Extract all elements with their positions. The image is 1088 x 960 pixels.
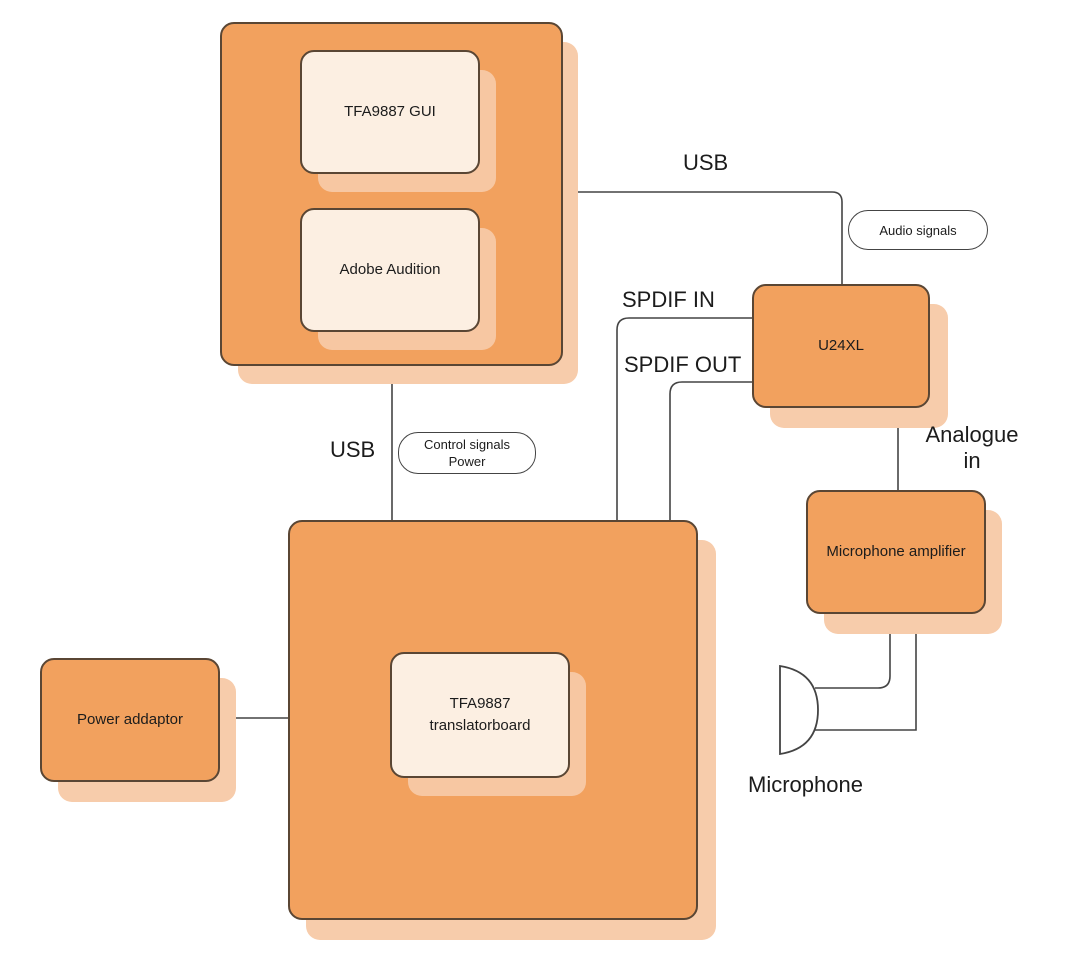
spdif-out-line xyxy=(669,381,752,520)
power-adaptor-label: Power addaptor xyxy=(77,711,183,728)
audio-signals-label: Audio signals xyxy=(879,222,957,238)
usb-top-label: USB xyxy=(683,150,729,175)
tfa9887-translatorboard-block: TFA9887 translatorboard xyxy=(390,652,570,778)
power-adaptor-block: Power addaptor xyxy=(40,658,220,782)
mic-wire-2 xyxy=(815,614,917,731)
translator-board-block xyxy=(288,520,698,920)
audio-signals-pill: Audio signals xyxy=(848,210,988,250)
usb-left-label: USB xyxy=(330,437,376,462)
u24xl-block: U24XL xyxy=(752,284,930,408)
spdif-in-line xyxy=(616,317,752,520)
adobe-audition-block: Adobe Audition xyxy=(300,208,480,332)
adobe-audition-label: Adobe Audition xyxy=(339,261,441,278)
microphone-amplifier-block: Microphone amplifier xyxy=(806,490,986,614)
control-signals-pill: Control signals Power xyxy=(398,432,536,474)
translatorboard-label: TFA9887 translatorboard xyxy=(429,695,531,734)
spdif-in-label: SPDIF IN xyxy=(622,287,715,312)
microphone-label: Microphone xyxy=(748,772,863,797)
tfa9887-gui-label: TFA9887 GUI xyxy=(344,103,436,120)
mic-wire-1 xyxy=(815,614,891,689)
control-signals-label: Control signals Power xyxy=(424,437,510,469)
microphone-amplifier-label: Microphone amplifier xyxy=(826,543,966,560)
tfa9887-gui-block: TFA9887 GUI xyxy=(300,50,480,174)
u24xl-label: U24XL xyxy=(818,337,864,354)
spdif-out-label: SPDIF OUT xyxy=(624,352,742,377)
usb-line-top xyxy=(563,191,843,284)
microphone-icon xyxy=(779,664,819,756)
analogue-in-label: Analogue in xyxy=(925,422,1019,473)
